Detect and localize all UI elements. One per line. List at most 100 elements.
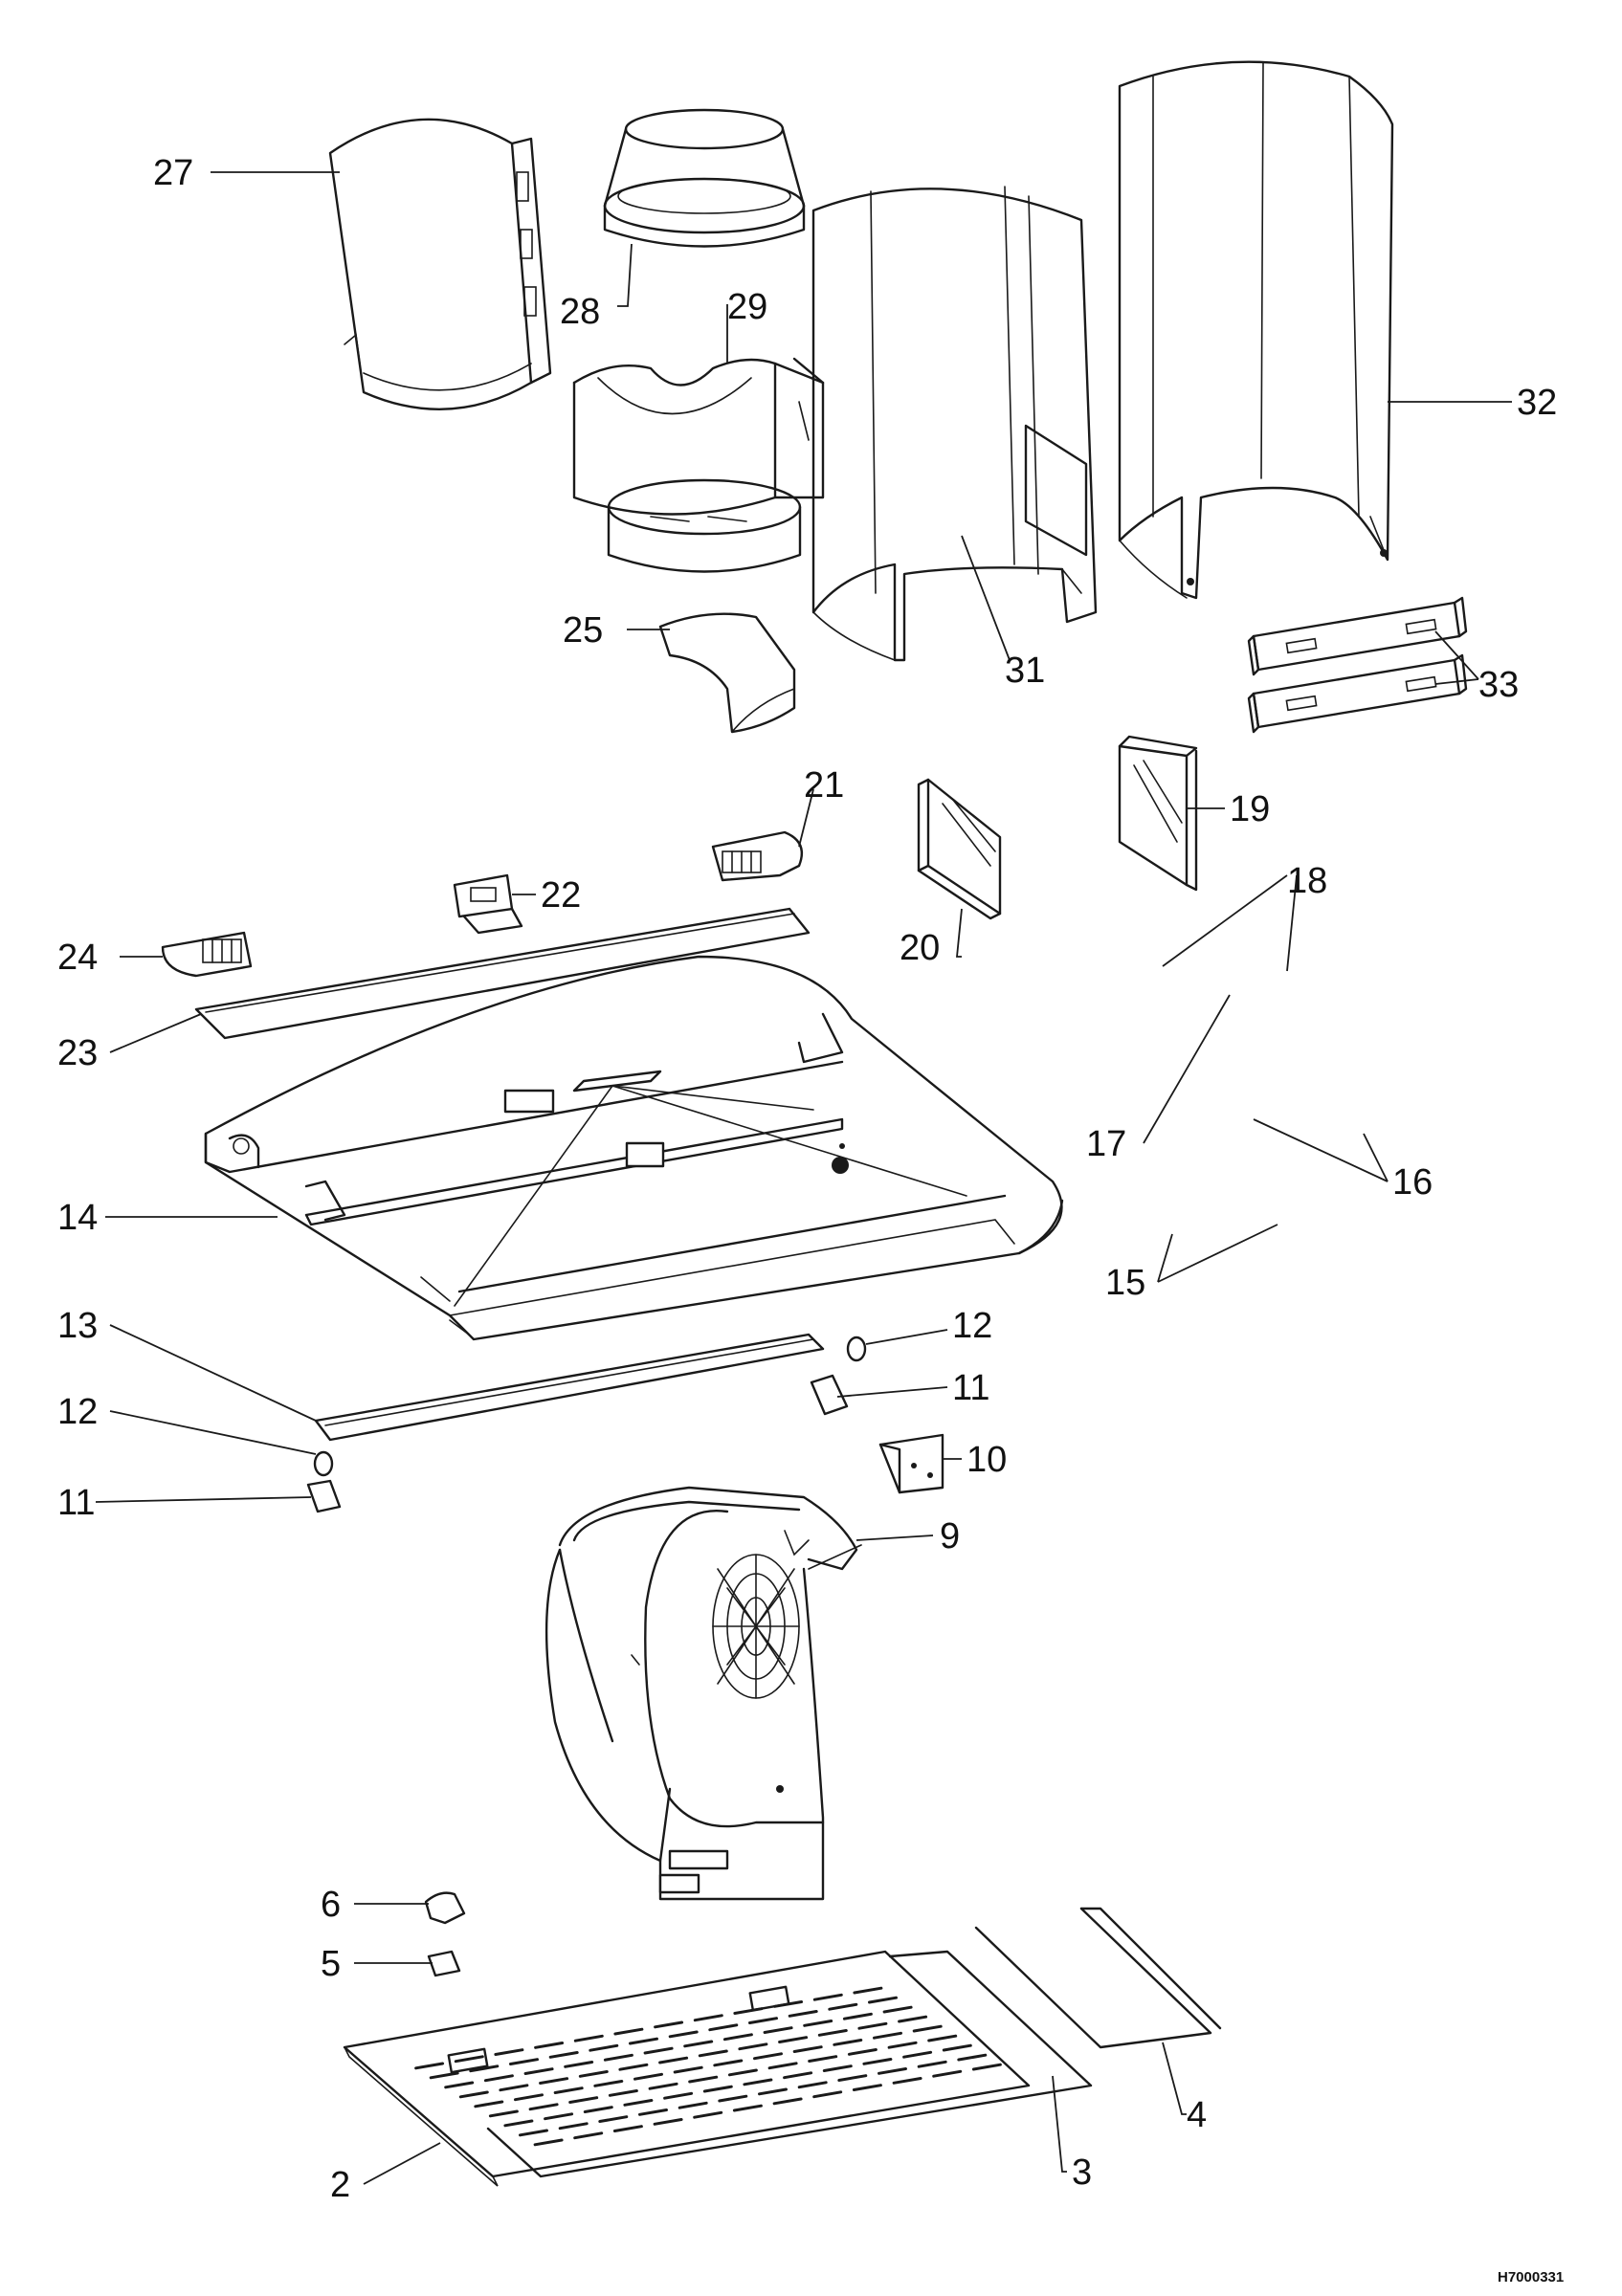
label-part-11-left: 11 — [57, 1483, 95, 1523]
vent-slot — [822, 2064, 853, 2072]
vent-slot — [499, 2084, 529, 2092]
part-13-lower-strip — [314, 1333, 825, 1442]
vent-slot — [957, 2053, 988, 2062]
vent-slot — [583, 2106, 613, 2113]
vent-slot — [767, 2062, 798, 2070]
vent-slot — [608, 2089, 638, 2097]
vent-slot — [444, 2081, 475, 2089]
part-6-cap — [424, 1891, 466, 1925]
vent-slot — [783, 2071, 813, 2080]
vent-slot — [852, 2084, 882, 2091]
label-part-19: 19 — [1230, 789, 1270, 829]
label-part-18: 18 — [1287, 861, 1327, 901]
part-12-lens-left — [313, 1450, 334, 1477]
vent-slot — [772, 2097, 803, 2106]
vent-slot — [534, 2042, 565, 2049]
vent-slot — [494, 2048, 524, 2056]
label-part-12-left: 12 — [57, 1392, 98, 1432]
vent-slot — [633, 2072, 663, 2081]
vent-slot — [693, 2110, 723, 2119]
vent-slot — [648, 2082, 678, 2090]
vent-slot — [828, 2002, 858, 2011]
vent-slot — [568, 2096, 599, 2104]
drawing-code: H7000331 — [1498, 2269, 1564, 2285]
part-19-filter — [1118, 735, 1198, 892]
vent-slot — [509, 2058, 539, 2065]
vent-slot — [812, 1993, 843, 2001]
part-14-hood-body — [204, 955, 1064, 1341]
vent-slot — [678, 2101, 708, 2109]
label-part-14: 14 — [57, 1198, 98, 1238]
vent-slot — [514, 2093, 544, 2102]
label-part-25: 25 — [563, 610, 603, 651]
label-part-16: 16 — [1392, 1162, 1433, 1203]
part-23-front-trim-strip — [194, 907, 811, 1040]
vent-slot — [853, 1986, 883, 1995]
label-part-27: 27 — [153, 153, 193, 193]
vent-slot — [688, 2075, 719, 2084]
vent-slot — [702, 2085, 733, 2093]
label-part-9: 9 — [940, 1516, 960, 1556]
vent-slot — [833, 2039, 863, 2046]
vent-slot — [862, 2058, 893, 2065]
label-part-24: 24 — [57, 938, 98, 978]
vent-slot — [732, 2104, 763, 2112]
vent-slots — [414, 1986, 1002, 2147]
label-part-31: 31 — [1005, 651, 1045, 691]
vent-slot — [458, 2090, 489, 2099]
vent-slot — [523, 2067, 554, 2075]
vent-slot — [558, 2122, 589, 2130]
part-32-rear-chimney — [1118, 60, 1394, 600]
vent-slot — [454, 2055, 484, 2064]
part-9-blower-motor — [544, 1486, 862, 1901]
vent-slot — [873, 2031, 902, 2040]
vent-slot — [892, 2077, 922, 2085]
label-part-33: 33 — [1478, 665, 1519, 705]
label-part-11-right: 11 — [952, 1368, 989, 1408]
vent-slot — [469, 2064, 500, 2073]
leader-lines — [95, 171, 1512, 2185]
part-12-lens-right — [846, 1336, 867, 1362]
label-part-29: 29 — [727, 287, 767, 327]
vent-slot — [629, 2037, 658, 2045]
vent-slot — [539, 2077, 569, 2085]
vent-slot — [603, 2053, 633, 2062]
part-21-switch-cap — [711, 830, 804, 882]
label-part-12-right: 12 — [952, 1306, 992, 1346]
vent-slot — [932, 2069, 963, 2078]
vent-slot — [593, 2080, 624, 2087]
vent-slot — [623, 2099, 654, 2107]
fan-grille — [712, 1554, 800, 1699]
vent-slot — [653, 2118, 683, 2126]
vent-slot — [788, 2010, 818, 2018]
label-part-5: 5 — [321, 1944, 341, 1984]
part-28-duct-ring — [603, 108, 806, 248]
vent-slot — [483, 2074, 514, 2083]
part-labels: 27 28 29 32 25 31 33 21 19 22 20 18 24 2… — [57, 153, 1564, 2285]
vent-slot — [837, 2074, 868, 2082]
part-4-filter-mat — [974, 1907, 1222, 2049]
vent-slot — [817, 2029, 848, 2037]
vent-slot — [748, 2017, 778, 2024]
vent-slot — [733, 2007, 764, 2015]
vent-slot — [598, 2115, 629, 2123]
part-11-clip-left — [306, 1479, 342, 1513]
vent-slot — [708, 2023, 739, 2032]
vent-slot — [722, 2033, 753, 2042]
part-3-filter-frame — [486, 1950, 1093, 2178]
label-part-6: 6 — [321, 1885, 341, 1925]
vent-slot — [589, 2043, 619, 2052]
vent-slot — [878, 2067, 907, 2075]
vent-slot — [797, 2081, 828, 2089]
vent-slot — [942, 2043, 972, 2052]
vent-slot — [618, 2063, 649, 2071]
vent-slot — [654, 2020, 684, 2029]
part-22-clip — [453, 873, 523, 935]
vent-slot — [429, 2071, 459, 2080]
part-27-chimney-curved-section — [328, 118, 552, 410]
vent-slot — [488, 2109, 519, 2118]
vent-slot — [474, 2100, 504, 2108]
vent-slot — [898, 2015, 928, 2023]
vent-slot — [971, 2063, 1002, 2071]
